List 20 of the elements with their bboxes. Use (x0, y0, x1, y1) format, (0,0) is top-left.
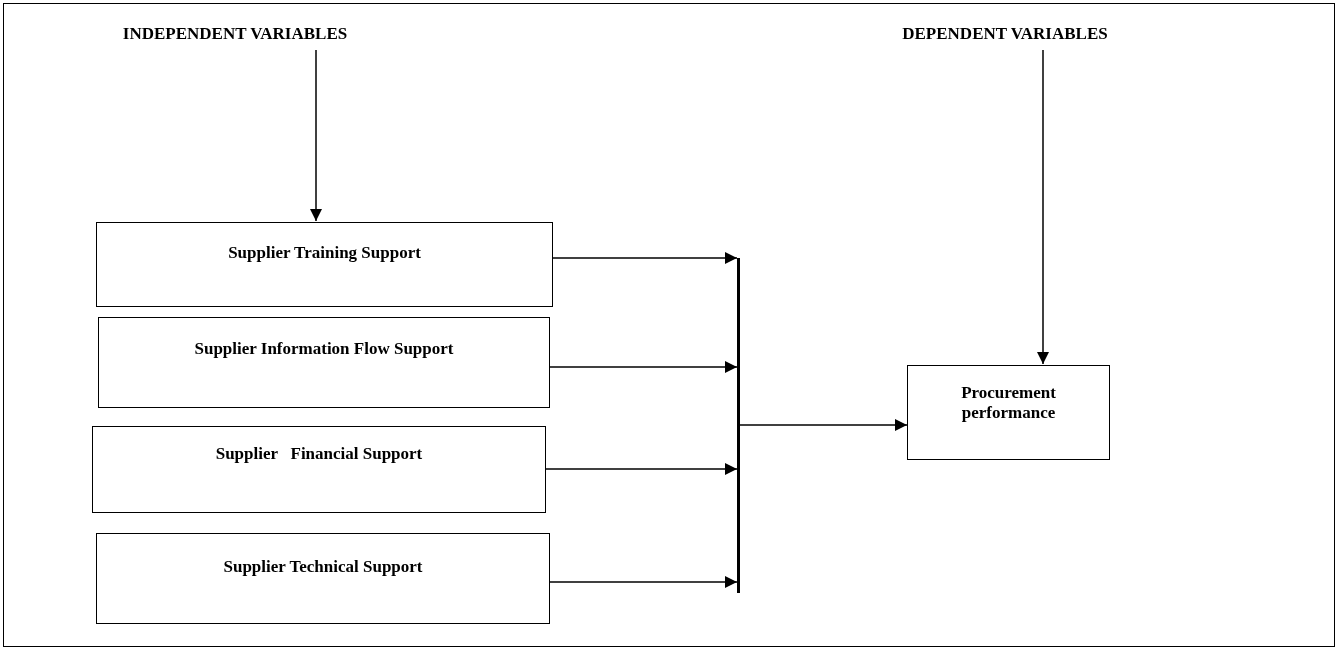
variable-box (907, 365, 1110, 460)
arrow (310, 49, 322, 222)
arrow (739, 419, 908, 431)
column-heading: INDEPENDENT VARIABLES (121, 24, 349, 44)
junction-bar (737, 258, 740, 593)
variable-box (96, 533, 550, 624)
arrow (545, 463, 738, 475)
arrow (549, 361, 738, 373)
box-label: Supplier Training Support (227, 243, 422, 263)
arrow (1037, 49, 1049, 365)
variable-box (92, 426, 546, 513)
box-label: Supplier Information Flow Support (193, 339, 455, 359)
box-label: Supplier Technical Support (222, 557, 424, 577)
box-label: Procurement performance (960, 383, 1057, 423)
variable-box (98, 317, 550, 408)
column-heading: DEPENDENT VARIABLES (901, 24, 1109, 44)
box-label: Supplier Financial Support (214, 444, 424, 464)
arrow (552, 252, 738, 264)
variable-box (96, 222, 553, 307)
arrow (549, 576, 738, 588)
